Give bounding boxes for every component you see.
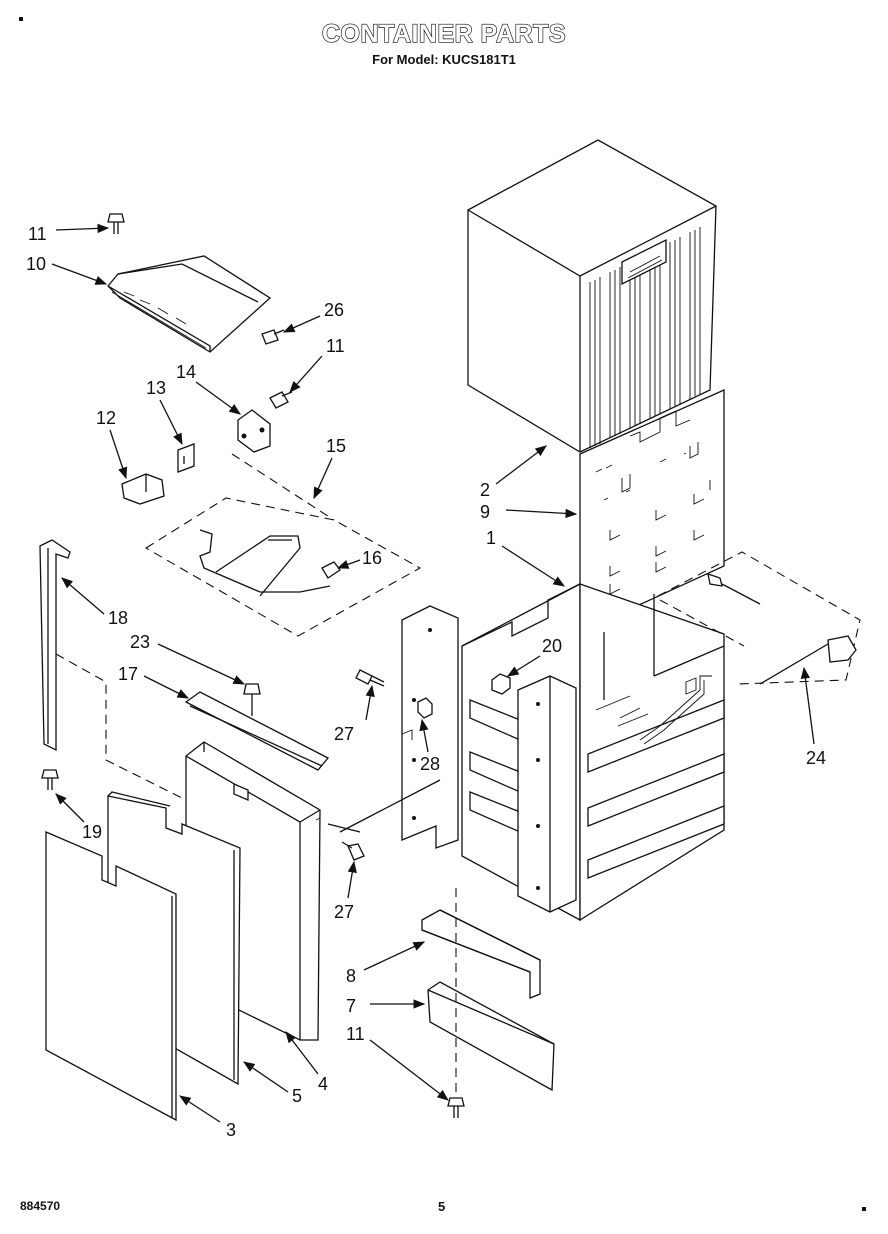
callout-10: 10 — [26, 254, 46, 274]
corner-mark — [19, 17, 23, 21]
callout-26: 26 — [324, 300, 344, 320]
callout-24: 24 — [806, 748, 826, 768]
part-10-shelf — [107, 255, 272, 353]
part-27-screw — [355, 669, 385, 687]
callout-12: 12 — [96, 408, 116, 428]
part-27-screw — [341, 841, 365, 861]
callout-19: 19 — [82, 822, 102, 842]
part-16-spring — [321, 561, 341, 579]
part-24-drain-assembly — [657, 551, 861, 685]
container-liner-part — [461, 582, 725, 922]
callout-9: 9 — [480, 502, 490, 522]
side-rail-part — [517, 675, 577, 913]
part-11-screw — [269, 391, 293, 409]
callout-18: 18 — [108, 608, 128, 628]
callout-27: 27 — [334, 724, 354, 744]
part-11-screw — [107, 213, 125, 234]
part-3-panel — [45, 831, 177, 1122]
callout-15: 15 — [326, 436, 346, 456]
callout-11: 11 — [28, 224, 47, 244]
part-11-screw — [447, 1097, 465, 1118]
callout-17: 17 — [118, 664, 138, 684]
back-panel-part — [579, 388, 725, 634]
callout-20: 20 — [542, 636, 562, 656]
part-26-screw — [261, 329, 285, 345]
side-plate-part — [401, 605, 459, 849]
callout-23: 23 — [130, 632, 150, 652]
callout-4: 4 — [318, 1074, 328, 1094]
callout-2: 2 — [480, 480, 490, 500]
part-14-bracket — [237, 409, 271, 453]
part-17-trim — [184, 691, 330, 771]
callout-11: 11 — [346, 1024, 365, 1044]
part-7-bracket — [427, 981, 555, 1092]
part-28-nut — [417, 697, 433, 719]
part-15-wire-assembly — [144, 453, 422, 637]
callout-11: 11 — [326, 336, 345, 356]
model-subtitle: For Model: KUCS181T1 — [372, 52, 516, 67]
part-18-bracket — [39, 539, 71, 752]
callout-labels: 11 10 26 11 14 13 12 15 16 18 23 17 19 2… — [26, 224, 826, 1140]
callout-13: 13 — [146, 378, 166, 398]
callout-28: 28 — [420, 754, 440, 774]
part-20-bolt — [491, 673, 511, 695]
part-8-bracket — [421, 909, 541, 999]
callout-16: 16 — [362, 548, 382, 568]
callout-8: 8 — [346, 966, 356, 986]
part-12-knob — [121, 473, 165, 505]
container-cover-part — [467, 139, 717, 453]
part-23-screw — [243, 683, 261, 716]
leader-arrows — [51, 223, 815, 1123]
callout-14: 14 — [176, 362, 196, 382]
callout-27: 27 — [334, 902, 354, 922]
callout-1: 1 — [486, 528, 496, 548]
part-13-clip — [177, 443, 195, 473]
corner-mark — [862, 1207, 866, 1211]
document-number: 884570 — [20, 1199, 61, 1213]
callout-5: 5 — [292, 1086, 302, 1106]
page-number: 5 — [438, 1199, 446, 1214]
page-title: CONTAINER PARTS — [321, 19, 567, 48]
callout-7: 7 — [346, 996, 356, 1016]
callout-3: 3 — [226, 1120, 236, 1140]
part-19-screw — [41, 769, 59, 790]
